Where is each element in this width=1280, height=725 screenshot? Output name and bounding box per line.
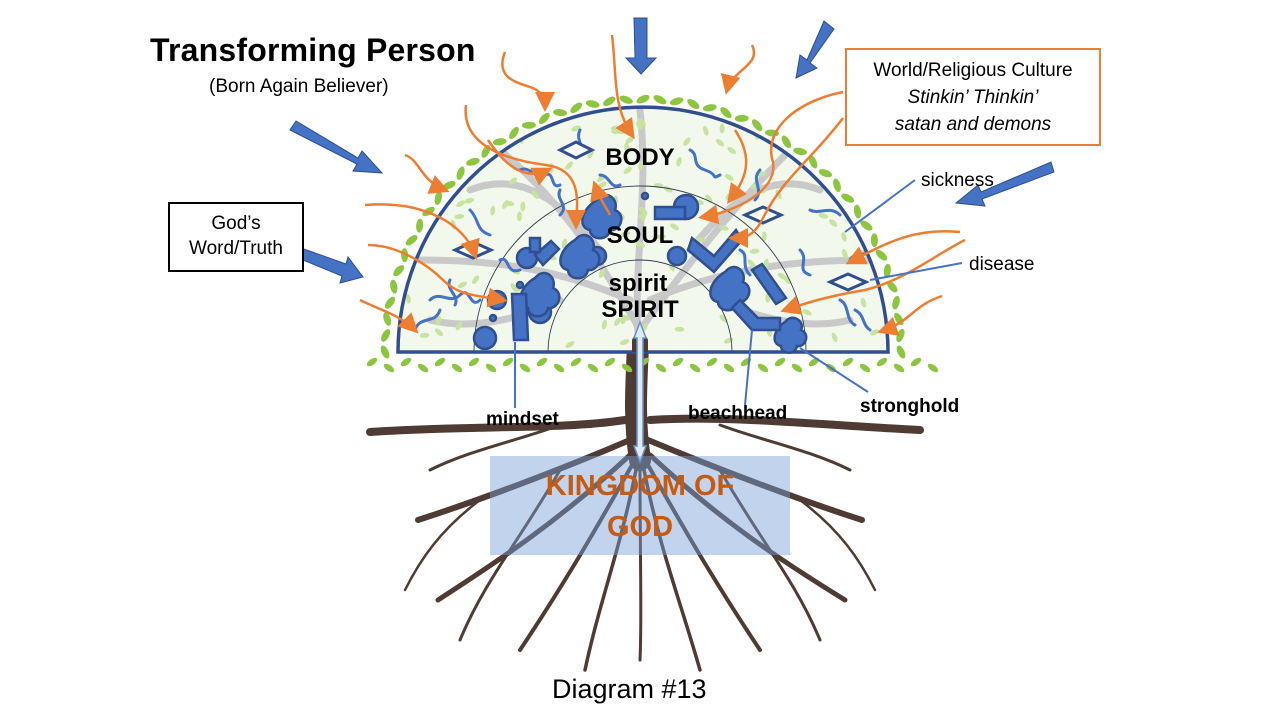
layer-spirit-upper-label: SPIRIT [601,296,679,323]
tree-roots [366,334,924,672]
kingdom-line1: KINGDOM OF [545,470,735,502]
orange-arrows [359,34,966,336]
layer-spirit-lower-label: spirit [608,270,668,297]
label-pointer-lines [514,179,963,408]
mindset-label: mindset [486,409,559,430]
layer-body-label: BODY [605,144,675,171]
sickness-label: sickness [921,170,994,191]
layer-soul-label: SOUL [606,222,674,249]
page-title: Transforming Person [150,32,476,68]
kingdom-line2: GOD [606,511,674,543]
gods-word-line2: Word/Truth [189,238,283,259]
disease-label: disease [969,254,1035,275]
gods-word-line1: God’s [211,213,261,234]
culture-line1: World/Religious Culture [873,60,1073,81]
page-subtitle: (Born Again Believer) [209,76,389,97]
world-culture-box: World/Religious Culture Stinkin’ Thinkin… [845,48,1101,146]
culture-line3: satan and demons [894,114,1052,135]
blue-arrows [289,17,1055,284]
beachhead-label: beachhead [688,403,788,424]
stronghold-label: stronghold [860,396,960,417]
diagram-caption: Diagram #13 [552,674,707,704]
stronghold-shapes [472,191,808,354]
culture-line2: Stinkin’ Thinkin’ [907,87,1039,108]
spirit-kingdom-double-arrow [632,319,648,465]
kingdom-of-god-box: KINGDOM OF GOD [490,456,790,555]
gods-word-box: God’s Word/Truth [168,202,304,272]
